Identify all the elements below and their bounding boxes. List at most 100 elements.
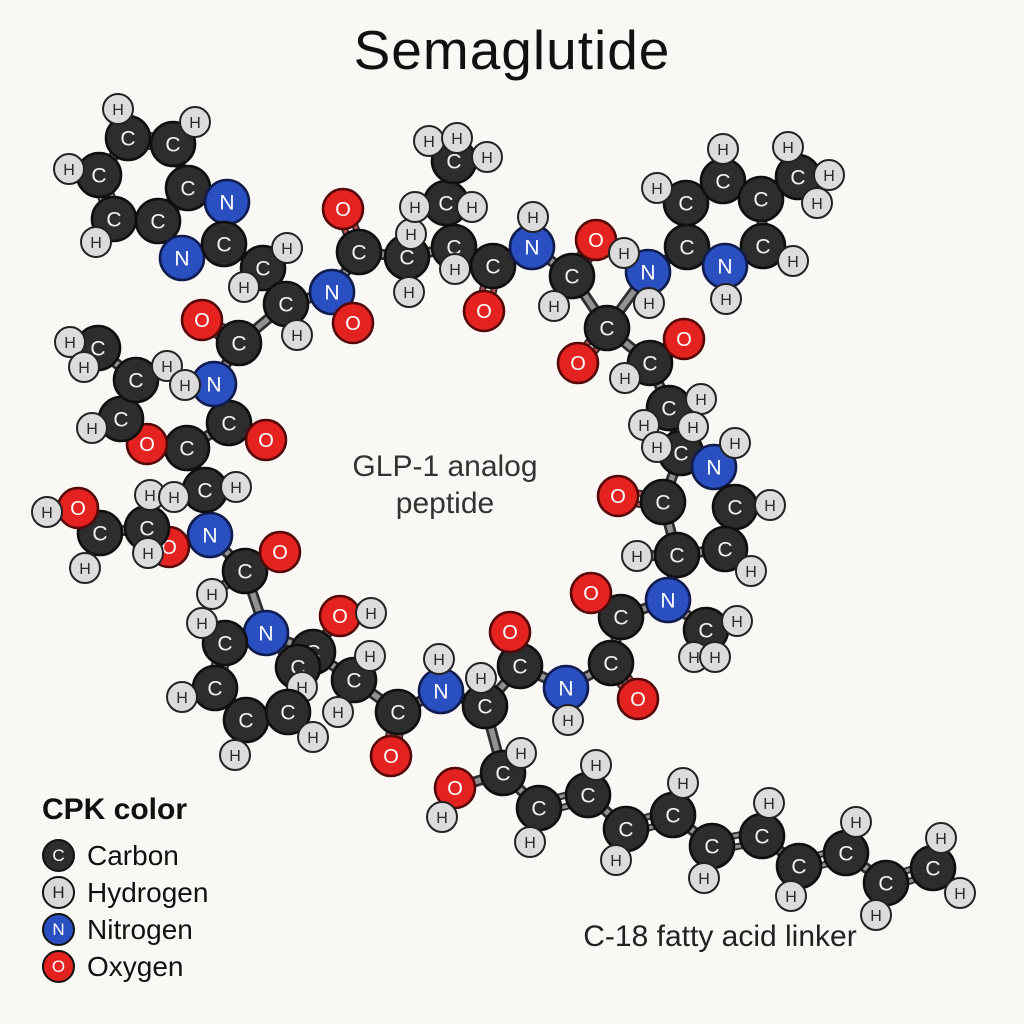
atom-label-H: H — [436, 810, 448, 827]
atom-label-H: H — [229, 748, 241, 765]
nitrogen-atom-icon: N — [42, 913, 75, 946]
atom-label-C: C — [346, 670, 361, 693]
atom-H — [688, 862, 720, 894]
atom-label-H: H — [449, 262, 461, 279]
atom-H — [471, 141, 503, 173]
atom-label-H: H — [296, 680, 308, 697]
atom-label-N: N — [258, 623, 273, 646]
atom-H — [169, 369, 201, 401]
atom-H — [426, 801, 458, 833]
atom-label-H: H — [745, 564, 757, 581]
oxygen-atom-icon: O — [42, 950, 75, 983]
atom-H — [801, 187, 833, 219]
atom-C — [701, 525, 749, 573]
atom-label-N: N — [219, 192, 234, 215]
atom-O — [556, 341, 600, 385]
atom-label-C: C — [669, 545, 684, 568]
atom-label-C: C — [655, 492, 670, 515]
atom-label-O: O — [272, 542, 288, 564]
atom-label-H: H — [720, 292, 732, 309]
atom-label-C: C — [531, 798, 546, 821]
atom-label-H: H — [365, 606, 377, 623]
legend-heading: CPK color — [42, 793, 188, 826]
atom-H — [31, 496, 63, 528]
atom-O — [662, 317, 706, 361]
atom-H — [633, 287, 665, 319]
atom-label-C: C — [197, 480, 212, 503]
atom-label-C: C — [727, 497, 742, 520]
atom-label-H: H — [41, 505, 53, 522]
atom-label-H: H — [79, 561, 91, 578]
atom-H — [677, 411, 709, 443]
atom-C — [374, 688, 422, 736]
atom-H — [53, 153, 85, 185]
atom-label-C: C — [678, 193, 693, 216]
legend-label-hydrogen: Hydrogen — [87, 876, 209, 908]
atom-label-H: H — [763, 796, 775, 813]
atom-H — [158, 481, 190, 513]
atom-label-C: C — [438, 193, 453, 216]
atom-O — [321, 187, 365, 231]
atom-H — [281, 319, 313, 351]
atom-H — [393, 276, 425, 308]
atom-label-H: H — [619, 371, 631, 388]
atom-label-C: C — [564, 266, 579, 289]
atom-H — [423, 643, 455, 675]
atom-H — [667, 767, 699, 799]
atom-label-H: H — [823, 168, 835, 185]
atom-O — [331, 301, 375, 345]
atom-label-H: H — [475, 671, 487, 688]
atom-label-C: C — [91, 165, 106, 188]
atom-label-O: O — [335, 199, 351, 221]
atom-C — [737, 175, 785, 223]
atom-H — [608, 237, 640, 269]
page-title: Semaglutide — [353, 19, 671, 81]
atom-label-H: H — [638, 418, 650, 435]
legend-item-nitrogen: N Nitrogen — [42, 911, 208, 948]
atom-label-O: O — [502, 622, 518, 644]
atom-H — [777, 245, 809, 277]
atom-label-H: H — [643, 296, 655, 313]
legend-item-hydrogen: H Hydrogen — [42, 874, 208, 911]
legend-item-oxygen: O Oxygen — [42, 948, 208, 985]
atom-H — [621, 540, 653, 572]
legend-label-oxygen: Oxygen — [87, 950, 184, 982]
atom-label-C: C — [698, 620, 713, 643]
atom-label-C: C — [679, 237, 694, 260]
atom-H — [179, 106, 211, 138]
atom-label-H: H — [631, 549, 643, 566]
center-label: GLP-1 analog peptide — [320, 448, 570, 522]
atom-label-C: C — [165, 134, 180, 157]
atom-H — [196, 578, 228, 610]
legend-item-carbon: C Carbon — [42, 837, 208, 874]
atom-C — [200, 220, 248, 268]
atom-H — [69, 552, 101, 584]
atom-O — [616, 677, 660, 721]
atom-H — [68, 351, 100, 383]
atom-label-N: N — [174, 248, 189, 271]
atom-label-C: C — [139, 518, 154, 541]
atom-H — [840, 806, 872, 838]
atom-label-C: C — [495, 763, 510, 786]
center-label-line1: GLP-1 analog — [352, 450, 538, 483]
atom-label-O: O — [676, 329, 692, 351]
atom-H — [754, 489, 786, 521]
atom-O — [258, 530, 302, 574]
atom-label-H: H — [764, 498, 776, 515]
atom-H — [219, 739, 251, 771]
atom-label-O: O — [383, 746, 399, 768]
atom-label-H: H — [870, 908, 882, 925]
atom-H — [538, 290, 570, 322]
atom-label-C: C — [715, 171, 730, 194]
atom-C — [548, 252, 596, 300]
atom-C — [639, 478, 687, 526]
atom-H — [860, 899, 892, 931]
atom-label-H: H — [433, 652, 445, 669]
atom-label-H: H — [291, 328, 303, 345]
atom-H — [166, 681, 198, 713]
hydrogen-atom-icon: H — [42, 876, 75, 909]
atom-H — [514, 826, 546, 858]
atom-N — [308, 268, 356, 316]
atom-label-H: H — [409, 200, 421, 217]
